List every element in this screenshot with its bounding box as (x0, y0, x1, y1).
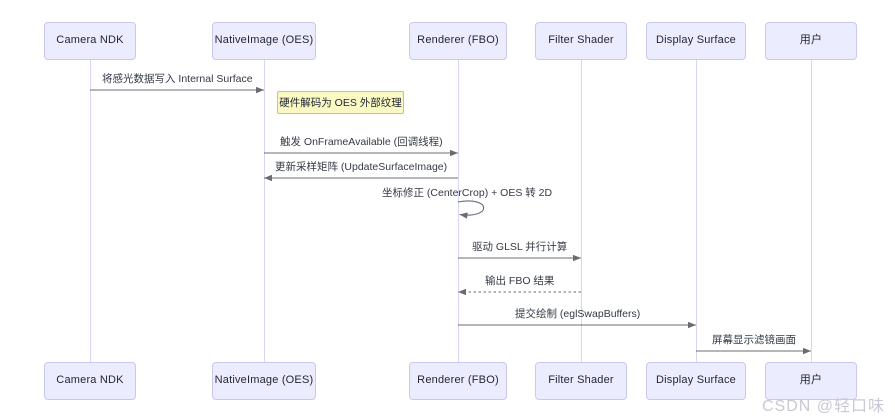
participant-display-header[interactable]: Display Surface (646, 22, 746, 60)
participant-user-header[interactable]: 用户 (765, 22, 857, 60)
message-label-m7: 提交绘制 (eglSwapBuffers) (515, 308, 641, 320)
message-label-m6: 输出 FBO 结果 (485, 275, 555, 287)
message-label-m5: 驱动 GLSL 并行计算 (472, 241, 568, 253)
message-arrow-m4 (457, 200, 485, 219)
note-n1: 硬件解码为 OES 外部纹理 (277, 91, 404, 114)
message-label-m1: 将感光数据写入 Internal Surface (102, 73, 253, 85)
participant-camera-header[interactable]: Camera NDK (44, 22, 136, 60)
lifeline-user (811, 60, 812, 362)
message-label-m2: 触发 OnFrameAvailable (回调线程) (280, 136, 443, 148)
participant-camera-footer[interactable]: Camera NDK (44, 362, 136, 400)
participant-renderer-footer[interactable]: Renderer (FBO) (409, 362, 507, 400)
message-label-m4: 坐标修正 (CenterCrop) + OES 转 2D (382, 187, 553, 199)
participant-native-footer[interactable]: NativeImage (OES) (212, 362, 316, 400)
lifeline-display (696, 60, 697, 362)
message-label-m3: 更新采样矩阵 (UpdateSurfaceImage) (275, 161, 448, 173)
lifeline-native (264, 60, 265, 362)
lifeline-camera (90, 60, 91, 362)
participant-user-footer[interactable]: 用户 (765, 362, 857, 400)
lifeline-renderer (458, 60, 459, 362)
participant-display-footer[interactable]: Display Surface (646, 362, 746, 400)
participant-renderer-header[interactable]: Renderer (FBO) (409, 22, 507, 60)
participant-shader-footer[interactable]: Filter Shader (535, 362, 627, 400)
participant-shader-header[interactable]: Filter Shader (535, 22, 627, 60)
csdn-watermark: CSDN @轻口味 (762, 398, 886, 415)
lifeline-shader (581, 60, 582, 362)
participant-native-header[interactable]: NativeImage (OES) (212, 22, 316, 60)
message-label-m8: 屏幕显示滤镜画面 (712, 334, 796, 346)
